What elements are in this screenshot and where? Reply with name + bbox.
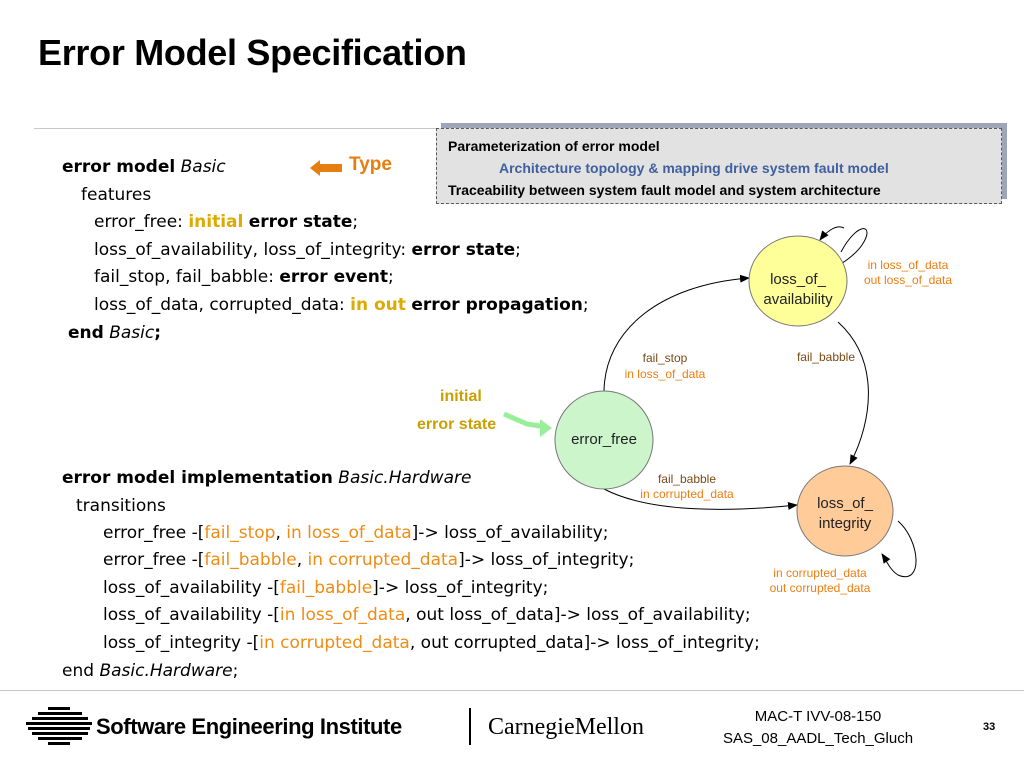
code-line-feature-3: fail_stop, fail_babble: error event; [94,267,394,287]
code-line-end-implementation: end Basic.Hardware; [62,661,238,681]
page-number: 33 [983,721,996,733]
code-line-transition-1: error_free -[fail_stop, in loss_of_data]… [103,523,609,543]
code-line-transitions: transitions [76,496,166,516]
state-loss-of-availability-label-2: availability [763,291,833,308]
feature-name: fail_stop, fail_babble: [94,267,274,287]
self-loop-integrity-out-label: out corrupted_data [770,581,871,595]
semicolon: ; [232,661,239,681]
edge-label-in-corrupted-data: in corrupted_data [640,487,734,501]
code-line-feature-2: loss_of_availability, loss_of_integrity:… [94,240,521,260]
callout-line-2: Architecture topology & mapping drive sy… [499,160,889,176]
code-line-feature-1: error_free: initial error state; [94,212,358,232]
semicolon: ; [582,295,589,315]
code-line-feature-4: loss_of_data, corrupted_data: in out err… [94,295,589,315]
code-line-transition-5: loss_of_integrity -[in corrupted_data, o… [103,633,760,653]
initial-state-arrowhead [540,419,552,437]
self-loop-availability-tail [819,226,845,241]
document-id: MAC-T IVV-08-150 SAS_08_AADL_Tech_Gluch [700,706,936,750]
state-error-free [554,390,654,490]
state-loss-of-integrity [796,465,894,557]
code-line-transition-2: error_free -[fail_babble, in corrupted_d… [103,550,635,570]
keyword-in-out: in out [350,295,406,315]
type-name: Basic [180,157,226,177]
self-loop-availability-out-label: out loss_of_data [864,273,952,287]
state-loss-of-integrity-label-1: loss_of_ [817,495,874,512]
state-error-free-label: error_free [571,431,637,448]
keyword-error-state: error state [248,212,353,232]
initial-annotation-line-2: error state [417,416,497,433]
keyword-initial: initial [188,212,244,232]
left-arrow-icon [310,160,342,176]
self-loop-integrity [881,520,917,578]
document-id-line-1: MAC-T IVV-08-150 [754,708,882,725]
self-loop-availability [840,228,868,264]
edge-label-fail-babble-from-availability: fail_babble [797,350,855,364]
keyword-error-event: error event [279,267,388,287]
state-loss-of-availability-label-1: loss_of_ [770,271,827,288]
feature-name: loss_of_availability, loss_of_integrity: [94,240,407,260]
callout-box: Parameterization of error model Architec… [436,128,1002,204]
keyword-end: end [62,661,95,681]
type-name: Basic [109,323,155,343]
semicolon: ; [154,323,162,343]
sei-logo-icon [26,707,92,745]
edge-label-fail-stop: fail_stop [643,351,688,365]
document-id-line-2: SAS_08_AADL_Tech_Gluch [722,730,914,747]
initial-annotation-line-1: initial [440,388,482,405]
keyword-error-model-implementation: error model implementation [62,468,333,488]
title-divider [34,128,439,129]
logo-separator [469,708,471,745]
self-loop-availability-in-label: in loss_of_data [868,258,949,272]
code-line-transition-4: loss_of_availability -[in loss_of_data, … [103,605,751,625]
code-line-features: features [81,185,152,205]
initial-state-arrow [503,411,547,430]
feature-name: error_free: [94,212,183,232]
edge-babble-from-availability [837,321,869,465]
semicolon: ; [387,267,394,287]
code-line-transition-3: loss_of_availability -[fail_babble]-> lo… [103,578,549,598]
code-line-implementation: error model implementation Basic.Hardwar… [62,468,471,488]
cmu-wordmark: CarnegieMellon [488,714,644,740]
edge-babble-from-error-free [603,488,798,510]
callout-line-3: Traceability between system fault model … [448,182,881,198]
edge-fail-stop [603,274,750,392]
sei-wordmark: Software Engineering Institute [96,714,402,739]
state-loss-of-integrity-label-2: integrity [819,515,872,532]
callout-line-1: Parameterization of error model [448,138,660,154]
footer-divider [0,690,1024,691]
keyword-error-model: error model [62,157,176,177]
type-annotation: Type [349,154,392,175]
keyword-error-state: error state [411,240,516,260]
implementation-name: Basic.Hardware [338,468,472,488]
semicolon: ; [352,212,359,232]
code-line-error-model: error model Basic [62,157,226,177]
page-title: Error Model Specification [38,32,467,73]
keyword-end: end [68,323,104,343]
state-loss-of-availability [748,235,848,327]
implementation-name: Basic.Hardware [99,661,233,681]
feature-name: loss_of_data, corrupted_data: [94,295,345,315]
code-line-end-basic: end Basic; [68,323,161,343]
edge-label-in-loss-of-data: in loss_of_data [625,367,706,381]
self-loop-integrity-in-label: in corrupted_data [773,566,867,580]
keyword-error-propagation: error propagation [411,295,583,315]
edge-label-fail-babble-from-error-free: fail_babble [658,472,716,486]
semicolon: ; [515,240,521,260]
